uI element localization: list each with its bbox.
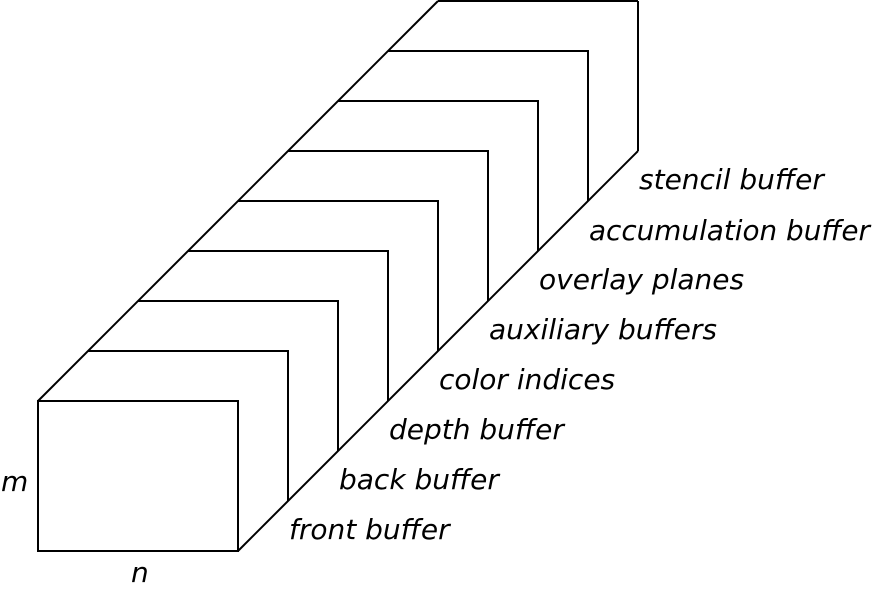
label-color-indices: color indices xyxy=(439,363,615,396)
label-back-buffer: back buffer xyxy=(339,463,500,496)
layer-separators xyxy=(88,50,589,501)
layer-separator xyxy=(338,100,539,251)
label-stencil-buffer: stencil buffer xyxy=(639,163,825,196)
front-buffer-face xyxy=(37,400,239,552)
layer-separator xyxy=(288,150,489,301)
dimension-n-label: n xyxy=(131,556,149,589)
label-auxiliary-buffers: auxiliary buffers xyxy=(489,313,717,346)
buffer-labels: front buffer back buffer depth buffer co… xyxy=(289,163,871,546)
layer-separator xyxy=(388,50,589,201)
layer-separator xyxy=(238,200,439,351)
label-front-buffer: front buffer xyxy=(289,513,451,546)
layer-separator xyxy=(188,250,389,401)
label-accumulation-buffer: accumulation buffer xyxy=(589,214,871,247)
dimension-m-label: m xyxy=(1,465,28,498)
layer-separator xyxy=(138,300,339,451)
label-depth-buffer: depth buffer xyxy=(389,413,565,446)
label-overlay-planes: overlay planes xyxy=(539,263,744,296)
layer-separator xyxy=(88,350,289,501)
